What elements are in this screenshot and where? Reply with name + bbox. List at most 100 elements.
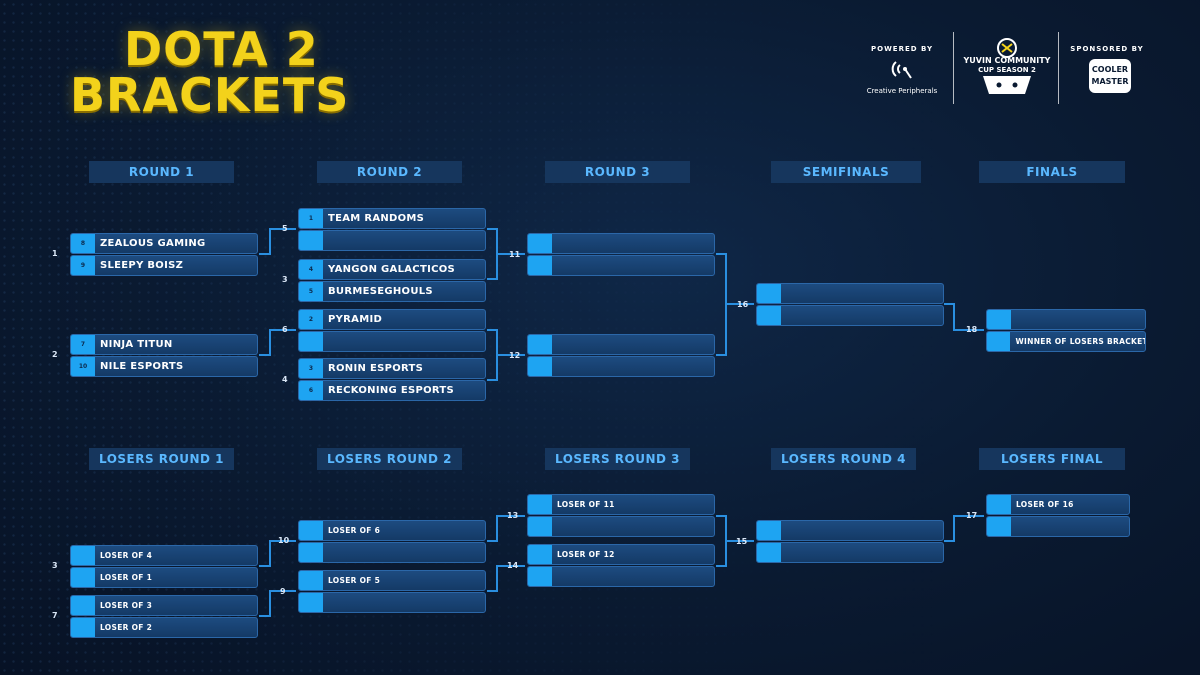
seed-badge	[987, 332, 1011, 351]
sponsor-line-1: COOLER	[1091, 65, 1129, 74]
seed-badge: 7	[71, 335, 95, 354]
match-number: 12	[509, 351, 521, 360]
team-name: LOSER OF 2	[100, 623, 153, 632]
team-name: WINNER OF LOSERS BRACKET	[1015, 337, 1145, 346]
match-9-bottom-slot[interactable]	[298, 592, 486, 613]
seed-badge	[71, 618, 95, 637]
seed-badge	[528, 545, 552, 564]
losers-match-7-bottom-slot[interactable]: LOSER OF 2	[70, 617, 258, 638]
header-losers-round-1: LOSERS ROUND 1	[89, 448, 234, 470]
team-name: SLEEPY BOISZ	[100, 260, 184, 271]
losers-match-3-bottom-slot[interactable]: LOSER OF 1	[70, 567, 258, 588]
page-title: DOTA 2 BRACKETS	[70, 26, 415, 118]
powered-by-name: Creative Peripherals	[866, 87, 938, 95]
seed-badge	[299, 593, 323, 612]
seed-badge: 10	[71, 357, 95, 376]
match-9: LOSER OF 5	[298, 570, 486, 614]
header-finals: FINALS	[979, 161, 1125, 183]
seed-badge	[528, 517, 552, 536]
match-4-top-slot[interactable]: 3 RONIN ESPORTS	[298, 358, 486, 379]
seed-badge: 4	[299, 260, 323, 279]
match-3-bottom-slot[interactable]: 5 BURMESEGHOULS	[298, 281, 486, 302]
team-name: YANGON GALACTICOS	[328, 264, 456, 275]
match-2-bottom-slot[interactable]: 10 NILE ESPORTS	[70, 356, 258, 377]
losers-match-7-top-slot[interactable]: LOSER OF 3	[70, 595, 258, 616]
header-losers-round-4: LOSERS ROUND 4	[771, 448, 916, 470]
match-14-top-slot[interactable]: LOSER OF 12	[527, 544, 715, 565]
match-11-top-slot[interactable]	[527, 233, 715, 254]
match-14-bottom-slot[interactable]	[527, 566, 715, 587]
team-name: LOSER OF 1	[100, 573, 153, 582]
team-name: LOSER OF 6	[328, 526, 381, 535]
header-losers-round-2: LOSERS ROUND 2	[317, 448, 462, 470]
team-name: LOSER OF 4	[100, 551, 153, 560]
match-number: 13	[507, 511, 519, 520]
match-4: 3 RONIN ESPORTS 6 RECKONING ESPORTS	[298, 358, 486, 402]
match-6-top-slot[interactable]: 2 PYRAMID	[298, 309, 486, 330]
match-16-bottom-slot[interactable]	[756, 305, 944, 326]
match-5-bottom-slot[interactable]	[298, 230, 486, 251]
seed-badge: 6	[299, 381, 323, 400]
team-name: NILE ESPORTS	[100, 361, 184, 372]
match-16	[756, 283, 944, 327]
seed-badge	[528, 234, 552, 253]
match-6-bottom-slot[interactable]	[298, 331, 486, 352]
header-losers-final: LOSERS FINAL	[979, 448, 1125, 470]
team-name: LOSER OF 11	[557, 500, 615, 509]
match-13-top-slot[interactable]: LOSER OF 11	[527, 494, 715, 515]
match-15-top-slot[interactable]	[756, 520, 944, 541]
match-15-bottom-slot[interactable]	[756, 542, 944, 563]
team-name: BURMESEGHOULS	[328, 286, 433, 297]
seed-badge	[528, 357, 552, 376]
match-17-bottom-slot[interactable]	[986, 516, 1130, 537]
team-name: RONIN ESPORTS	[328, 363, 424, 374]
match-13-bottom-slot[interactable]	[527, 516, 715, 537]
team-name: PYRAMID	[328, 314, 383, 325]
match-12-bottom-slot[interactable]	[527, 356, 715, 377]
match-1-bottom-slot[interactable]: 9 SLEEPY BOISZ	[70, 255, 258, 276]
match-10-bottom-slot[interactable]	[298, 542, 486, 563]
match-number: 3	[282, 275, 288, 284]
seed-badge: 3	[299, 359, 323, 378]
sponsor-divider	[1058, 32, 1059, 104]
match-11-bottom-slot[interactable]	[527, 255, 715, 276]
match-number: 4	[282, 375, 288, 384]
seed-badge	[987, 495, 1011, 514]
seed-badge	[987, 517, 1011, 536]
seed-badge	[299, 332, 323, 351]
seed-badge	[528, 335, 552, 354]
losers-match-3-top-slot[interactable]: LOSER OF 4	[70, 545, 258, 566]
title-line-1: DOTA 2	[124, 22, 319, 76]
match-12-top-slot[interactable]	[527, 334, 715, 355]
match-2: 7 NINJA TITUN 10 NILE ESPORTS	[70, 334, 258, 378]
header-round-2: ROUND 2	[317, 161, 462, 183]
match-16-top-slot[interactable]	[756, 283, 944, 304]
team-name: RECKONING ESPORTS	[328, 385, 455, 396]
match-3: 4 YANGON GALACTICOS 5 BURMESEGHOULS	[298, 259, 486, 303]
community-cup-line2: CUP SEASON 2	[978, 66, 1036, 74]
losers-match-3: LOSER OF 4 LOSER OF 1	[70, 545, 258, 589]
seed-badge	[299, 231, 323, 250]
match-1-top-slot[interactable]: 8 ZEALOUS GAMING	[70, 233, 258, 254]
seed-badge	[757, 543, 781, 562]
seed-badge	[757, 521, 781, 540]
header-losers-round-3: LOSERS ROUND 3	[545, 448, 690, 470]
match-17-top-slot[interactable]: LOSER OF 16	[986, 494, 1130, 515]
match-5-top-slot[interactable]: 1 TEAM RANDOMS	[298, 208, 486, 229]
seed-badge	[757, 284, 781, 303]
match-2-top-slot[interactable]: 7 NINJA TITUN	[70, 334, 258, 355]
match-11	[527, 233, 715, 277]
match-3-top-slot[interactable]: 4 YANGON GALACTICOS	[298, 259, 486, 280]
seed-badge	[299, 543, 323, 562]
team-name: LOSER OF 5	[328, 576, 381, 585]
match-10-top-slot[interactable]: LOSER OF 6	[298, 520, 486, 541]
seed-badge: 5	[299, 282, 323, 301]
losers-match-7: LOSER OF 3 LOSER OF 2	[70, 595, 258, 639]
match-number: 3	[52, 561, 58, 570]
match-4-bottom-slot[interactable]: 6 RECKONING ESPORTS	[298, 380, 486, 401]
match-9-top-slot[interactable]: LOSER OF 5	[298, 570, 486, 591]
match-18-top-slot[interactable]	[986, 309, 1146, 330]
match-number: 14	[507, 561, 519, 570]
header-semifinals: SEMIFINALS	[771, 161, 921, 183]
match-18-bottom-slot[interactable]: WINNER OF LOSERS BRACKET	[986, 331, 1146, 352]
